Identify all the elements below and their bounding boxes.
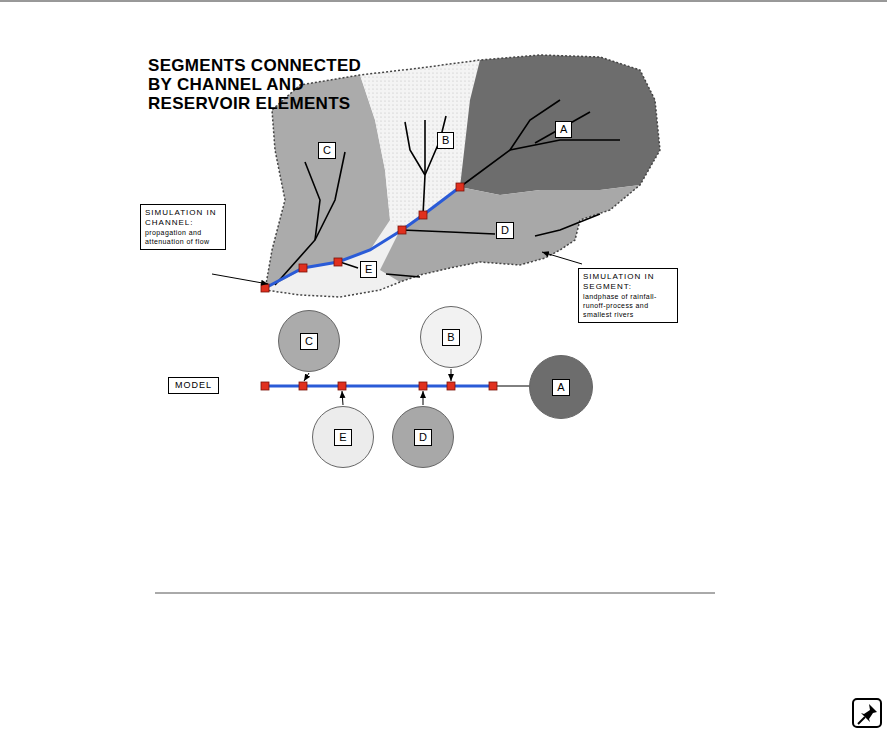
node-label: D: [501, 224, 509, 237]
river-lines: [275, 100, 620, 285]
callout-box: SIMULATION IN SEGMENT:landphase of rainf…: [578, 268, 678, 323]
reservoir-markers: [261, 382, 497, 390]
page-rule: [155, 593, 715, 594]
leader-line: [542, 252, 582, 264]
segment-e-area: [265, 55, 660, 297]
connector-line: [497, 386, 530, 387]
segment-label: C: [318, 142, 336, 159]
segment-circle: C: [278, 310, 340, 372]
leader-line: [212, 274, 268, 284]
segment-a-area: [460, 55, 660, 195]
page-rule: [0, 1, 887, 2]
callout-box: SIMULATION IN CHANNEL:propagation and at…: [140, 204, 226, 250]
node-label: E: [334, 429, 351, 446]
node-label: B: [442, 134, 449, 147]
catchment-outline: [265, 55, 660, 297]
node-label: C: [323, 144, 331, 157]
segment-label: A: [555, 121, 572, 138]
node-label: D: [414, 429, 432, 446]
segment-circle: D: [392, 406, 454, 468]
node-label: B: [442, 329, 459, 346]
main-channel: [265, 187, 460, 288]
pushpin-icon: [853, 699, 881, 727]
segment-label: D: [496, 222, 514, 239]
reservoir-markers: [261, 183, 464, 292]
model-label-box: MODEL: [168, 377, 219, 394]
node-label: C: [300, 333, 318, 350]
diagram-title: SEGMENTS CONNECTED BY CHANNEL AND RESERV…: [148, 56, 384, 113]
callout-heading: SIMULATION IN SEGMENT:: [583, 272, 673, 292]
callout-body: propagation and attenuation of flow: [145, 228, 221, 246]
callout-body: landphase of rainfall-runoff-process and…: [583, 292, 673, 319]
inflow-arrow: [451, 369, 452, 381]
segment-circle: A: [529, 355, 593, 419]
inflow-arrow: [304, 373, 309, 381]
node-label: A: [560, 123, 567, 136]
segment-label: E: [360, 261, 377, 278]
segment-circle: E: [312, 406, 374, 468]
node-label: A: [552, 379, 569, 396]
node-label: MODEL: [175, 380, 212, 390]
segment-label: B: [437, 132, 454, 149]
inflow-arrow: [423, 391, 424, 405]
callout-heading: SIMULATION IN CHANNEL:: [145, 208, 221, 228]
inflow-arrow: [342, 391, 343, 405]
segment-circle: B: [420, 306, 482, 368]
node-label: E: [365, 263, 372, 276]
